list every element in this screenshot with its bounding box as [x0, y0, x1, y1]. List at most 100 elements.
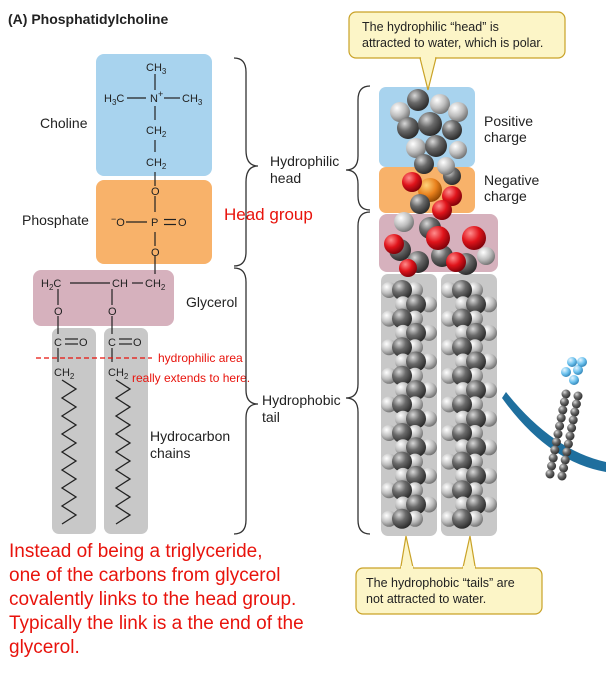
glycerol-ester-atom [399, 259, 417, 277]
side-lipid-tail-atom [553, 429, 563, 439]
chain-ch2-left: CH2 [54, 367, 75, 381]
carbon-atom-right [452, 308, 472, 329]
glycerol-ester-atom [462, 226, 486, 250]
explanation-line-3: covalently links to the head group. [9, 589, 297, 610]
side-lipid-tail-atom [570, 407, 580, 417]
glycerol-ester-atom [477, 247, 495, 265]
side-lipid-tail-atom [567, 423, 577, 433]
carbon-atom-right [452, 480, 472, 501]
side-lipid-tail-atom [562, 447, 572, 457]
explanation-line-5: glycerol. [9, 637, 80, 658]
carbon-atom-right [452, 508, 472, 529]
side-lipid-tail-atom [568, 415, 578, 425]
carbonyl-o-right: O [133, 337, 142, 349]
head-callout-text: The hydrophilic “head” is attracted to w… [362, 20, 543, 50]
glycerol-ch: CH [112, 278, 128, 290]
glycerol-ester-atom [446, 252, 466, 272]
hydrocarbon-chain-right [114, 379, 132, 525]
negative-charge-line2: charge [484, 188, 527, 204]
choline-atom [448, 102, 468, 122]
carbon-atom-right [466, 408, 486, 429]
positive-charge-label: Positive charge [484, 113, 537, 145]
phosphorus: P [151, 217, 158, 229]
methyl-right: CH3 [182, 93, 203, 107]
negative-charge-line1: Negative [484, 172, 539, 188]
glycerol-ester-atom [394, 212, 414, 232]
carbon-atom-left [392, 308, 412, 329]
side-lipid-tail-atom [548, 453, 558, 463]
hydrophobic-tail-bracket [233, 267, 259, 535]
side-lipid-head-atom [577, 357, 587, 367]
hydrophobic-tail-label: Hydrophobic tail [262, 392, 345, 425]
carbon-atom-right [452, 365, 472, 386]
negative-charge-label: Negative charge [484, 172, 543, 204]
carbon-atom-left [406, 437, 426, 458]
glycerol-ch2: CH2 [145, 278, 166, 292]
phosphate-atom [442, 186, 462, 206]
chain-region-left [52, 328, 96, 534]
positive-charge-line2: charge [484, 129, 527, 145]
head-callout: The hydrophilic “head” is attracted to w… [348, 11, 566, 91]
model-head-bracket [345, 85, 371, 211]
side-lipid-tail-atom [557, 471, 567, 481]
hydrocarbon-chain-left [60, 379, 78, 525]
hydrophilic-head-label: Hydrophilic head [270, 153, 343, 186]
membrane-arc [502, 392, 606, 472]
side-lipid-tail-atom [565, 431, 575, 441]
choline-atom [407, 89, 429, 111]
carbon-atom-left [406, 465, 426, 486]
choline-atom [437, 157, 455, 175]
side-lipid-tail-atom [555, 421, 565, 431]
side-lipid-tail-atom [551, 437, 561, 447]
carbon-atom-right [466, 494, 486, 515]
side-lipid-tail-atom [559, 463, 569, 473]
carbon-atom-right [452, 337, 472, 358]
phosphate-label: Phosphate [22, 212, 89, 228]
hydrophobic-tail-label-line1: Hydrophobic [262, 392, 341, 408]
side-lipid-tail-atom [560, 455, 570, 465]
carbon-atom-left [392, 394, 412, 415]
carbonyl-c-left: C [54, 337, 62, 349]
figure-title: (A) Phosphatidylcholine [8, 11, 168, 27]
tails-callout-line2: not attracted to water. [366, 592, 486, 606]
membrane-lipid-molecule [545, 357, 587, 481]
side-lipid-head-atom [567, 357, 577, 367]
carbon-atom-left [406, 494, 426, 515]
head-callout-line1: The hydrophilic “head” is [362, 20, 499, 34]
side-lipid-head-atom [573, 365, 583, 375]
methyl-left: H3C [104, 93, 124, 107]
phosphate-atom [402, 172, 422, 192]
chain-region-right [104, 328, 148, 534]
carbon-atom-right [452, 451, 472, 472]
oxygen-lower: O [151, 247, 160, 259]
carbon-atom-left [392, 280, 412, 300]
tails-callout: The hydrophobic “tails” are not attracte… [355, 535, 543, 615]
side-lipid-tail-atom [550, 445, 560, 455]
choline-atom [414, 154, 434, 174]
carbon-atom-left [406, 351, 426, 372]
carbon-atom-right [452, 280, 472, 300]
carbon-atom-right [452, 394, 472, 415]
carbon-atom-left [406, 322, 426, 343]
carbon-atom-right [466, 465, 486, 486]
ch2-choline-1: CH2 [146, 125, 167, 139]
side-lipid-head-atom [561, 367, 571, 377]
model-tail-bracket [345, 211, 371, 535]
explanation-line-1: Instead of being a triglyceride, [9, 541, 263, 562]
carbon-atom-right [466, 351, 486, 372]
phosphate-region [96, 180, 212, 264]
hydrocarbon-label-line1: Hydrocarbon [150, 428, 230, 444]
side-lipid-head-atom [569, 375, 579, 385]
phosphate-atom [432, 200, 452, 220]
choline-label: Choline [40, 115, 88, 131]
side-lipid-tail-atom [558, 405, 568, 415]
glycerol-h2c: H2C [41, 278, 61, 292]
carbon-atom-right [466, 294, 486, 315]
oxygen-upper: O [151, 186, 160, 198]
choline-atom [449, 141, 467, 159]
side-lipid-tail-atom [573, 391, 583, 401]
glycerol-region [33, 270, 174, 326]
oxygen-minus: −O [111, 214, 125, 229]
carbon-atom-left [392, 365, 412, 386]
